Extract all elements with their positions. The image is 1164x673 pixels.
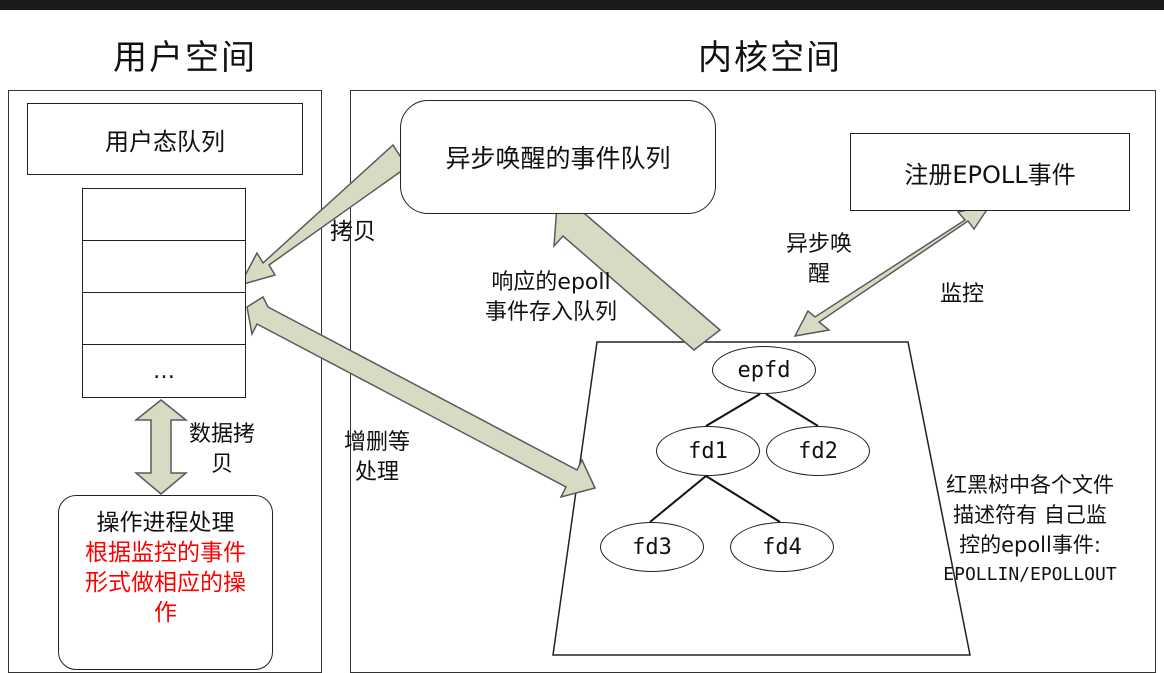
tree-node-epfd: epfd [712,346,816,394]
data-copy-arrow [133,399,189,495]
copy-arrow [238,143,409,287]
response-line-1: 响应的epoll [491,270,611,295]
add-del-arrow [246,295,597,499]
response-line-2: 事件存入队列 [484,300,617,325]
monitor-label: 监控 [940,282,985,307]
kernel-space-heading: 内核空间 [698,38,842,78]
copy-label: 拷贝 [330,219,376,245]
user-queue-title: 用户态队列 [27,103,303,175]
queue-slot [83,293,245,345]
add-del-label: 增删等 处理 [336,428,418,488]
async-event-queue: 异步唤醒的事件队列 [400,100,716,214]
rb-tree-note: 红黑树中各个文件 描述符有 自己监 控的epoll事件: EPOLLIN/EPO… [905,470,1155,590]
edge-epfd-fd1 [705,393,761,427]
user-queue: … [82,188,246,398]
async-wake-line-1: 异步唤 [785,232,852,257]
rb-note-line-4: EPOLLIN/EPOLLOUT [943,564,1117,585]
async-wake-line-2: 醒 [807,262,830,287]
process-detail-3: 作 [154,600,177,626]
process-box: 操作进程处理 根据监控的事件 形式做相应的操 作 [58,495,273,670]
process-title: 操作进程处理 [96,510,235,536]
top-bar [0,0,1164,10]
tree-node-fd2: fd2 [766,426,870,476]
queue-slot [83,189,245,241]
rb-note-line-2: 描述符有 自己监 [953,503,1107,527]
register-epoll-box: 注册EPOLL事件 [850,133,1130,211]
queue-slot [83,241,245,293]
data-copy-line-2: 贝 [210,452,233,477]
user-space-heading: 用户空间 [113,38,257,78]
tree-node-fd3: fd3 [600,522,704,572]
rb-tree-container [552,341,971,656]
add-del-line-2: 处理 [354,460,399,485]
tree-node-fd1: fd1 [656,426,760,476]
add-del-line-1: 增删等 [343,430,410,455]
rb-note-line-1: 红黑树中各个文件 [946,473,1114,497]
tree-node-fd4: fd4 [730,522,834,572]
response-label: 响应的epoll 事件存入队列 [466,268,636,328]
process-detail-2: 形式做相应的操 [85,570,246,596]
data-copy-line-1: 数据拷 [188,422,255,447]
edge-fd1-fd4 [705,475,781,523]
data-copy-label: 数据拷 贝 [178,420,266,480]
queue-slot-ellipsis: … [153,358,175,384]
edge-epfd-fd2 [765,393,819,427]
process-detail-1: 根据监控的事件 [85,540,246,566]
async-wake-label: 异步唤 醒 [774,230,864,290]
edge-fd1-fd3 [649,475,707,523]
rb-note-line-3: 控的epoll事件: [959,533,1101,557]
